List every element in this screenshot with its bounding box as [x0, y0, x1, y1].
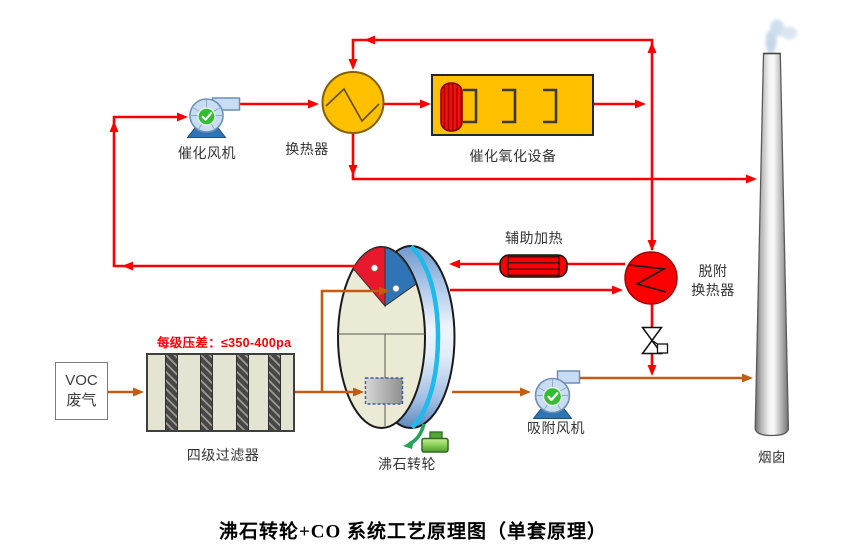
desorption-heat-exchanger [624, 251, 678, 305]
diagram-title: 沸石转轮+CO 系统工艺原理图（单套原理） [218, 521, 608, 543]
valve [641, 326, 669, 355]
label-catalytic-oxidizer: 催化氧化设备 [469, 148, 557, 164]
catalytic-fan [186, 97, 241, 138]
pipe-cooling-branch [320, 289, 386, 392]
label-zeolite-wheel: 沸石转轮 [378, 456, 436, 472]
voc-inlet-box: VOC 废气 [55, 362, 108, 420]
desorption-port-dot [370, 264, 378, 272]
pipes-waste [108, 289, 749, 394]
pipes-hot [112, 38, 753, 373]
filter-pressure-note: 每级压差：≤350-400pa [157, 336, 292, 350]
rotation-arrowhead [403, 440, 414, 449]
aux-heater [499, 254, 568, 278]
label-catalytic-fan: 催化风机 [178, 145, 236, 161]
filter-stage-bar [165, 355, 178, 430]
pipe-desorption-outlet [112, 115, 355, 268]
label-filter: 四级过滤器 [186, 447, 260, 463]
pipe-hx-to-chimney [351, 133, 753, 181]
rotor-stripe [409, 244, 441, 430]
label-adsorption-fan: 吸附风机 [527, 420, 585, 436]
catalytic-oxidizer [431, 74, 594, 136]
cooling-port-dot [392, 284, 400, 292]
catalyst-beds [463, 88, 558, 124]
label-heat-exchanger: 换热器 [285, 141, 329, 157]
label-chimney: 烟囱 [758, 450, 786, 465]
fan-status-icon [197, 107, 216, 126]
label-aux-heater: 辅助加热 [505, 230, 563, 246]
voc-inlet-line1: VOC [65, 371, 98, 389]
rotor-motor [421, 431, 449, 453]
filter-stage-bar [236, 355, 249, 430]
adsorption-grill [364, 377, 404, 405]
wheel-blue-sector [384, 246, 417, 307]
filter-stage-bar [200, 355, 213, 430]
adsorption-fan [532, 370, 581, 419]
label-desorption-hx-line2: 换热器 [691, 282, 735, 298]
catalyst-cylinder [440, 82, 463, 132]
voc-inlet-line2: 废气 [66, 392, 97, 409]
smoke-plume [765, 19, 797, 54]
pipe-hot-return [351, 38, 654, 250]
filter-stage-bar [268, 355, 281, 430]
chimney [754, 19, 797, 437]
arrowheads [109, 35, 757, 397]
heat-exchanger [321, 71, 385, 134]
four-stage-filter [146, 353, 295, 432]
label-desorption-hx-line1: 脱附 [698, 263, 728, 279]
zeolite-wheel [337, 244, 456, 453]
fan-status-icon [542, 386, 563, 407]
